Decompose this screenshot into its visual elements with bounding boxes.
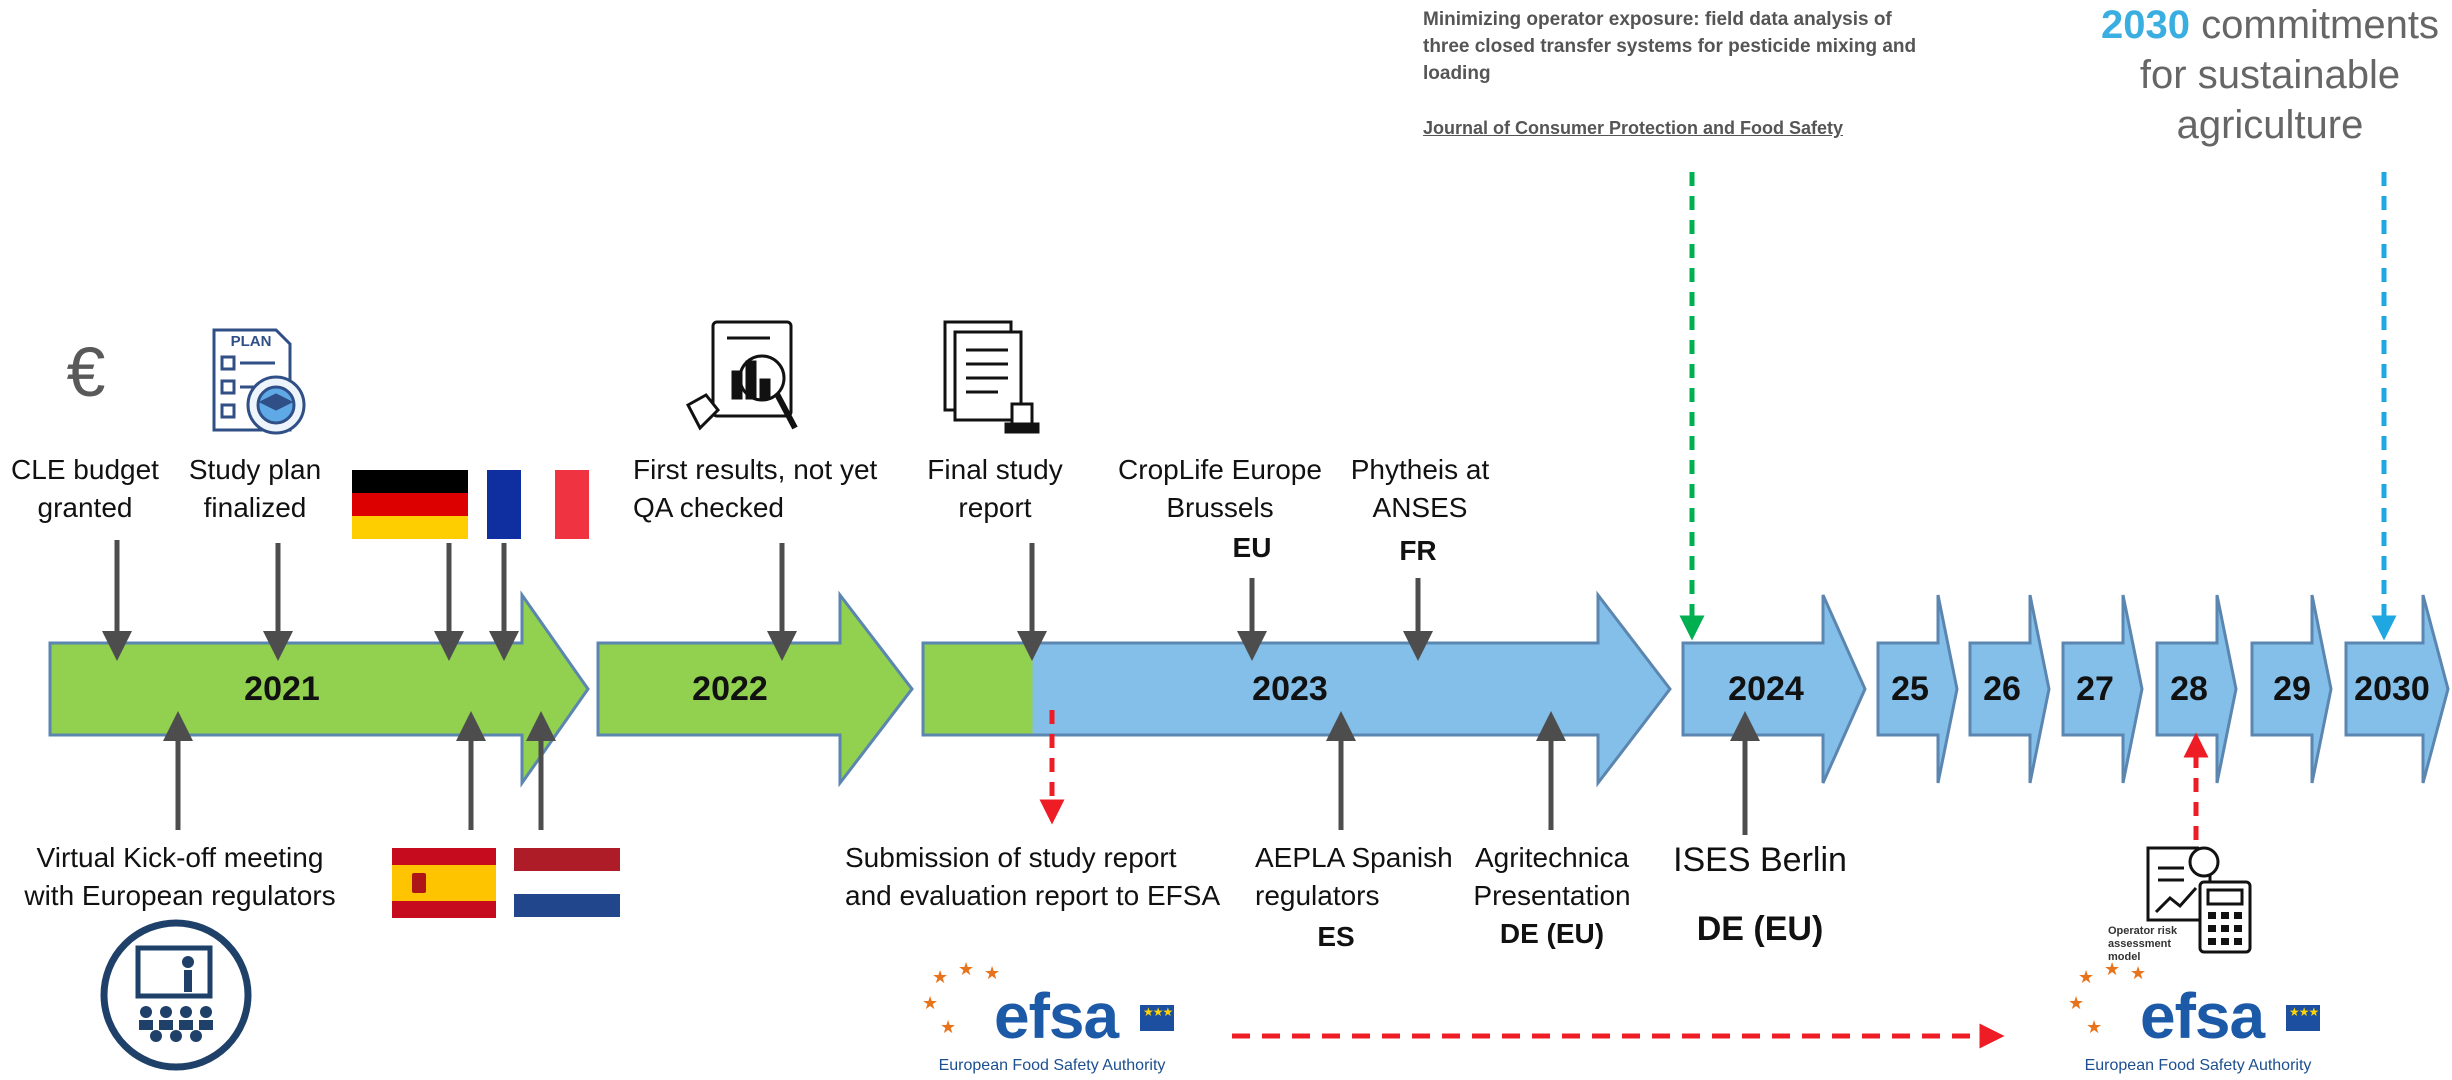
year-label-25: 25 xyxy=(1891,670,1929,708)
label-aepla: AEPLA Spanish regulators xyxy=(1255,842,1453,911)
commitments-line3: agriculture xyxy=(2176,103,2364,147)
efsa-wordmark: efsa xyxy=(994,980,1119,1052)
efsa-star-icon: ★ xyxy=(2086,1017,2103,1037)
plan-icon xyxy=(212,328,306,435)
label-phytheis: Phytheis at ANSES xyxy=(1350,454,1490,523)
arrow-2024 xyxy=(1681,594,1867,784)
year-label-2024: 2024 xyxy=(1728,670,1804,708)
efsa-subtitle: European Food Safety Authority xyxy=(2084,1057,2312,1074)
germany-flag xyxy=(352,470,468,539)
efsa-star-icon: ★ xyxy=(940,1017,957,1037)
euro-icon: € xyxy=(66,333,106,411)
operator-model-icon xyxy=(2146,846,2252,954)
commitments-line1-rest: commitments xyxy=(2190,3,2439,47)
efsa-star-icon: ★ xyxy=(2104,959,2121,979)
efsa-logo-left: ★ ★ ★ ★ ★ efsa ★★★ European Food Safety … xyxy=(922,959,1182,1080)
efsa-star-icon: ★ xyxy=(2068,993,2085,1013)
eu-flag-icon: ★★★ xyxy=(2286,1005,2320,1031)
label-phytheis-code: FR xyxy=(1399,535,1437,566)
label-croplife-code: EU xyxy=(1232,532,1272,563)
label-croplife: CropLife Europe Brussels xyxy=(1118,454,1322,523)
year-label-28: 28 xyxy=(2170,670,2208,708)
efsa-subtitle: European Food Safety Authority xyxy=(938,1057,1166,1074)
arrow-25 xyxy=(1876,594,1959,784)
arrow-26 xyxy=(1968,594,2051,784)
arrow-2022 xyxy=(596,590,914,788)
arrow-2023-green-part xyxy=(924,644,1033,734)
analysis-icon xyxy=(685,320,798,431)
label-submission: Submission of study report and evaluatio… xyxy=(845,842,1221,911)
efsa-star-icon: ★ xyxy=(984,963,1001,983)
label-agritechnica: Agritechnica Presentation xyxy=(1473,842,1631,911)
commitments-2030: 2030 commitments for sustainable agricul… xyxy=(2090,0,2450,150)
efsa-star-icon: ★ xyxy=(922,993,939,1013)
efsa-wordmark: efsa xyxy=(2140,980,2265,1052)
year-label-29: 29 xyxy=(2273,670,2311,708)
arrow-2030 xyxy=(2344,594,2450,784)
publication-journal[interactable]: Journal of Consumer Protection and Food … xyxy=(1423,118,1844,138)
label-final-report: Final study report xyxy=(927,454,1063,523)
commitments-year: 2030 xyxy=(2101,3,2191,47)
label-kickoff: Virtual Kick-off meeting with European r… xyxy=(24,842,336,911)
plan-icon-label: PLAN xyxy=(230,333,272,350)
arrow-2023 xyxy=(921,590,1672,788)
publication-title: Minimizing operator exposure: field data… xyxy=(1423,9,1917,84)
netherlands-flag xyxy=(514,848,620,917)
efsa-star-icon: ★ xyxy=(958,959,975,979)
year-label-2022: 2022 xyxy=(692,670,768,708)
label-agritechnica-code: DE (EU) xyxy=(1499,918,1605,949)
year-label-26: 26 xyxy=(1983,670,2021,708)
operator-model-label: Operator risk assessment model xyxy=(2108,925,2178,963)
commitments-line1: 2030 commitments xyxy=(2090,0,2450,50)
eu-flag-icon: ★★★ xyxy=(1140,1005,1174,1031)
france-flag xyxy=(487,470,589,539)
arrow-27 xyxy=(2061,594,2144,784)
efsa-star-icon: ★ xyxy=(932,967,949,987)
label-ises-code: DE (EU) xyxy=(1696,910,1824,948)
report-icon xyxy=(943,320,1040,434)
year-label-27: 27 xyxy=(2076,670,2114,708)
spain-flag xyxy=(392,848,496,918)
year-label-2023: 2023 xyxy=(1252,670,1328,708)
label-ises: ISES Berlin xyxy=(1673,841,1847,879)
efsa-star-icon: ★ xyxy=(2130,963,2147,983)
label-study-plan: Study plan finalized xyxy=(188,454,322,523)
label-cle-budget: CLE budget granted xyxy=(11,454,159,523)
label-aepla-code: ES xyxy=(1317,921,1355,952)
arrow-29 xyxy=(2250,594,2333,784)
efsa-star-icon: ★ xyxy=(2078,967,2095,987)
arrow-28 xyxy=(2155,594,2238,784)
efsa-logo-right: ★ ★ ★ ★ ★ efsa ★★★ European Food Safety … xyxy=(2068,959,2328,1080)
year-label-2021: 2021 xyxy=(244,670,320,708)
classroom-icon xyxy=(100,919,252,1071)
year-label-2030: 2030 xyxy=(2354,670,2430,708)
label-first-results: First results, not yet QA checked xyxy=(633,454,878,523)
commitments-line2: for sustainable xyxy=(2139,53,2401,97)
